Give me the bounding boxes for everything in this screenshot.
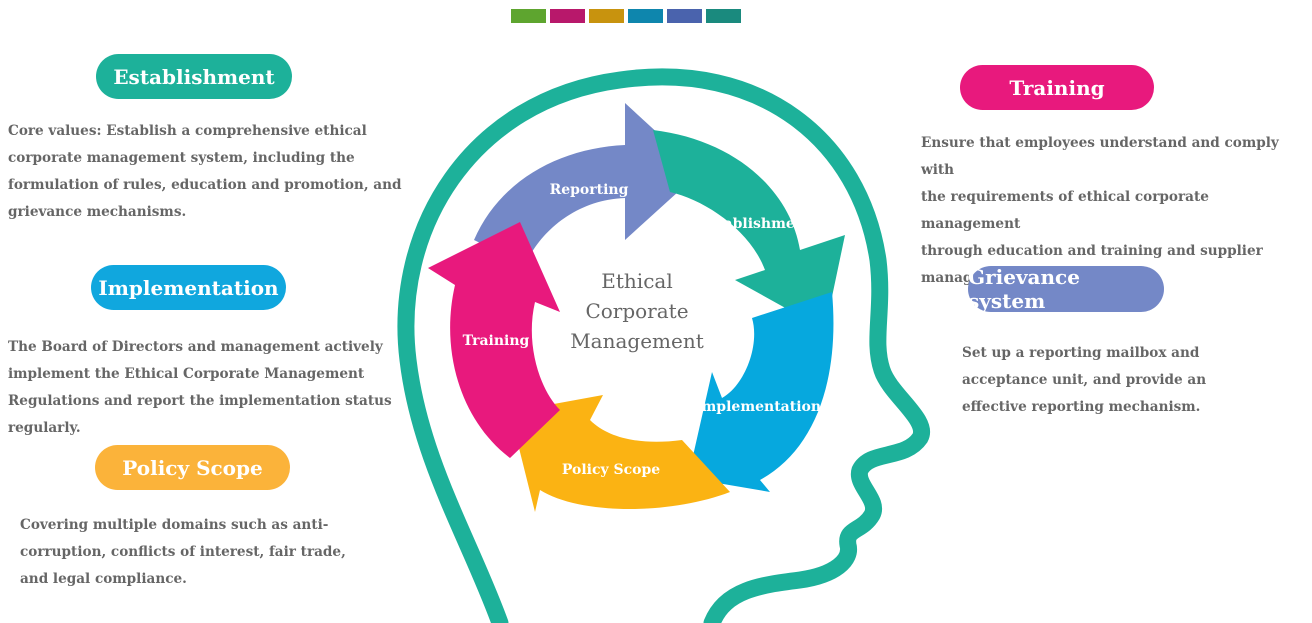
text-line: the requirements of ethical corporate ma… [921,189,1209,232]
color-swatch-bar [511,9,741,23]
arrow-reporting-label: Reporting [550,182,629,198]
training-heading: Training [960,65,1154,110]
center-title-line-3: Management [570,329,704,353]
arrow-training-label: Training [463,333,530,349]
text-line: Covering multiple domains such as anti- [20,517,329,533]
text-line: Set up a reporting mailbox and [962,345,1200,361]
implementation-heading: Implementation [91,265,286,310]
arrow-establishment: Establishment [653,130,845,330]
arrow-implementation-shape [688,292,834,492]
text-line: corruption, conflicts of interest, fair … [20,544,346,560]
arrow-training-shape [428,222,560,458]
arrow-implementation-label: Implementation [695,399,821,415]
grievance-description: Set up a reporting mailbox and acceptanc… [962,340,1292,421]
swatch-gold [589,9,624,23]
grievance-system-heading: Grievance system [968,265,1164,313]
center-title-line-2: Corporate [585,299,688,323]
head-silhouette [397,68,930,623]
swatch-blue [667,9,702,23]
arrow-policy-scope: Policy Scope [510,395,730,512]
implementation-description: The Board of Directors and management ac… [8,334,408,442]
text-line: regularly. [8,420,81,436]
text-line: grievance mechanisms. [8,204,187,220]
policy-scope-description: Covering multiple domains such as anti- … [20,512,380,593]
swatch-magenta [550,9,585,23]
arrow-reporting: Reporting [474,103,700,265]
text-line: through education and training and suppl… [921,243,1263,259]
policy-scope-heading: Policy Scope [95,445,290,490]
text-line: formulation of rules, education and prom… [8,177,402,193]
text-line: corporate management system, including t… [8,150,355,166]
swatch-teal [706,9,741,23]
arrow-establishment-shape [653,130,845,330]
establishment-heading: Establishment [96,54,292,99]
swatch-teal-blue [628,9,663,23]
establishment-description: Core values: Establish a comprehensive e… [8,118,408,226]
arrow-policy-scope-label: Policy Scope [562,462,660,478]
swatch-green [511,9,546,23]
text-line: acceptance unit, and provide an [962,372,1207,388]
arrow-establishment-label: Establishment [699,216,812,232]
training-description: Ensure that employees understand and com… [921,130,1306,292]
text-line: implement the Ethical Corporate Manageme… [8,366,365,382]
text-line: Core values: Establish a comprehensive e… [8,123,367,139]
text-line: Regulations and report the implementatio… [8,393,392,409]
text-line: The Board of Directors and management ac… [8,339,383,355]
arrow-training: Training [428,222,560,458]
text-line: effective reporting mechanism. [962,399,1201,415]
arrow-policy-scope-shape [510,395,730,512]
center-title-line-1: Ethical [601,269,672,293]
text-line: Ensure that employees understand and com… [921,135,1279,178]
text-line: and legal compliance. [20,571,187,587]
arrow-implementation: Implementation [688,292,834,492]
arrow-reporting-shape [474,103,700,265]
